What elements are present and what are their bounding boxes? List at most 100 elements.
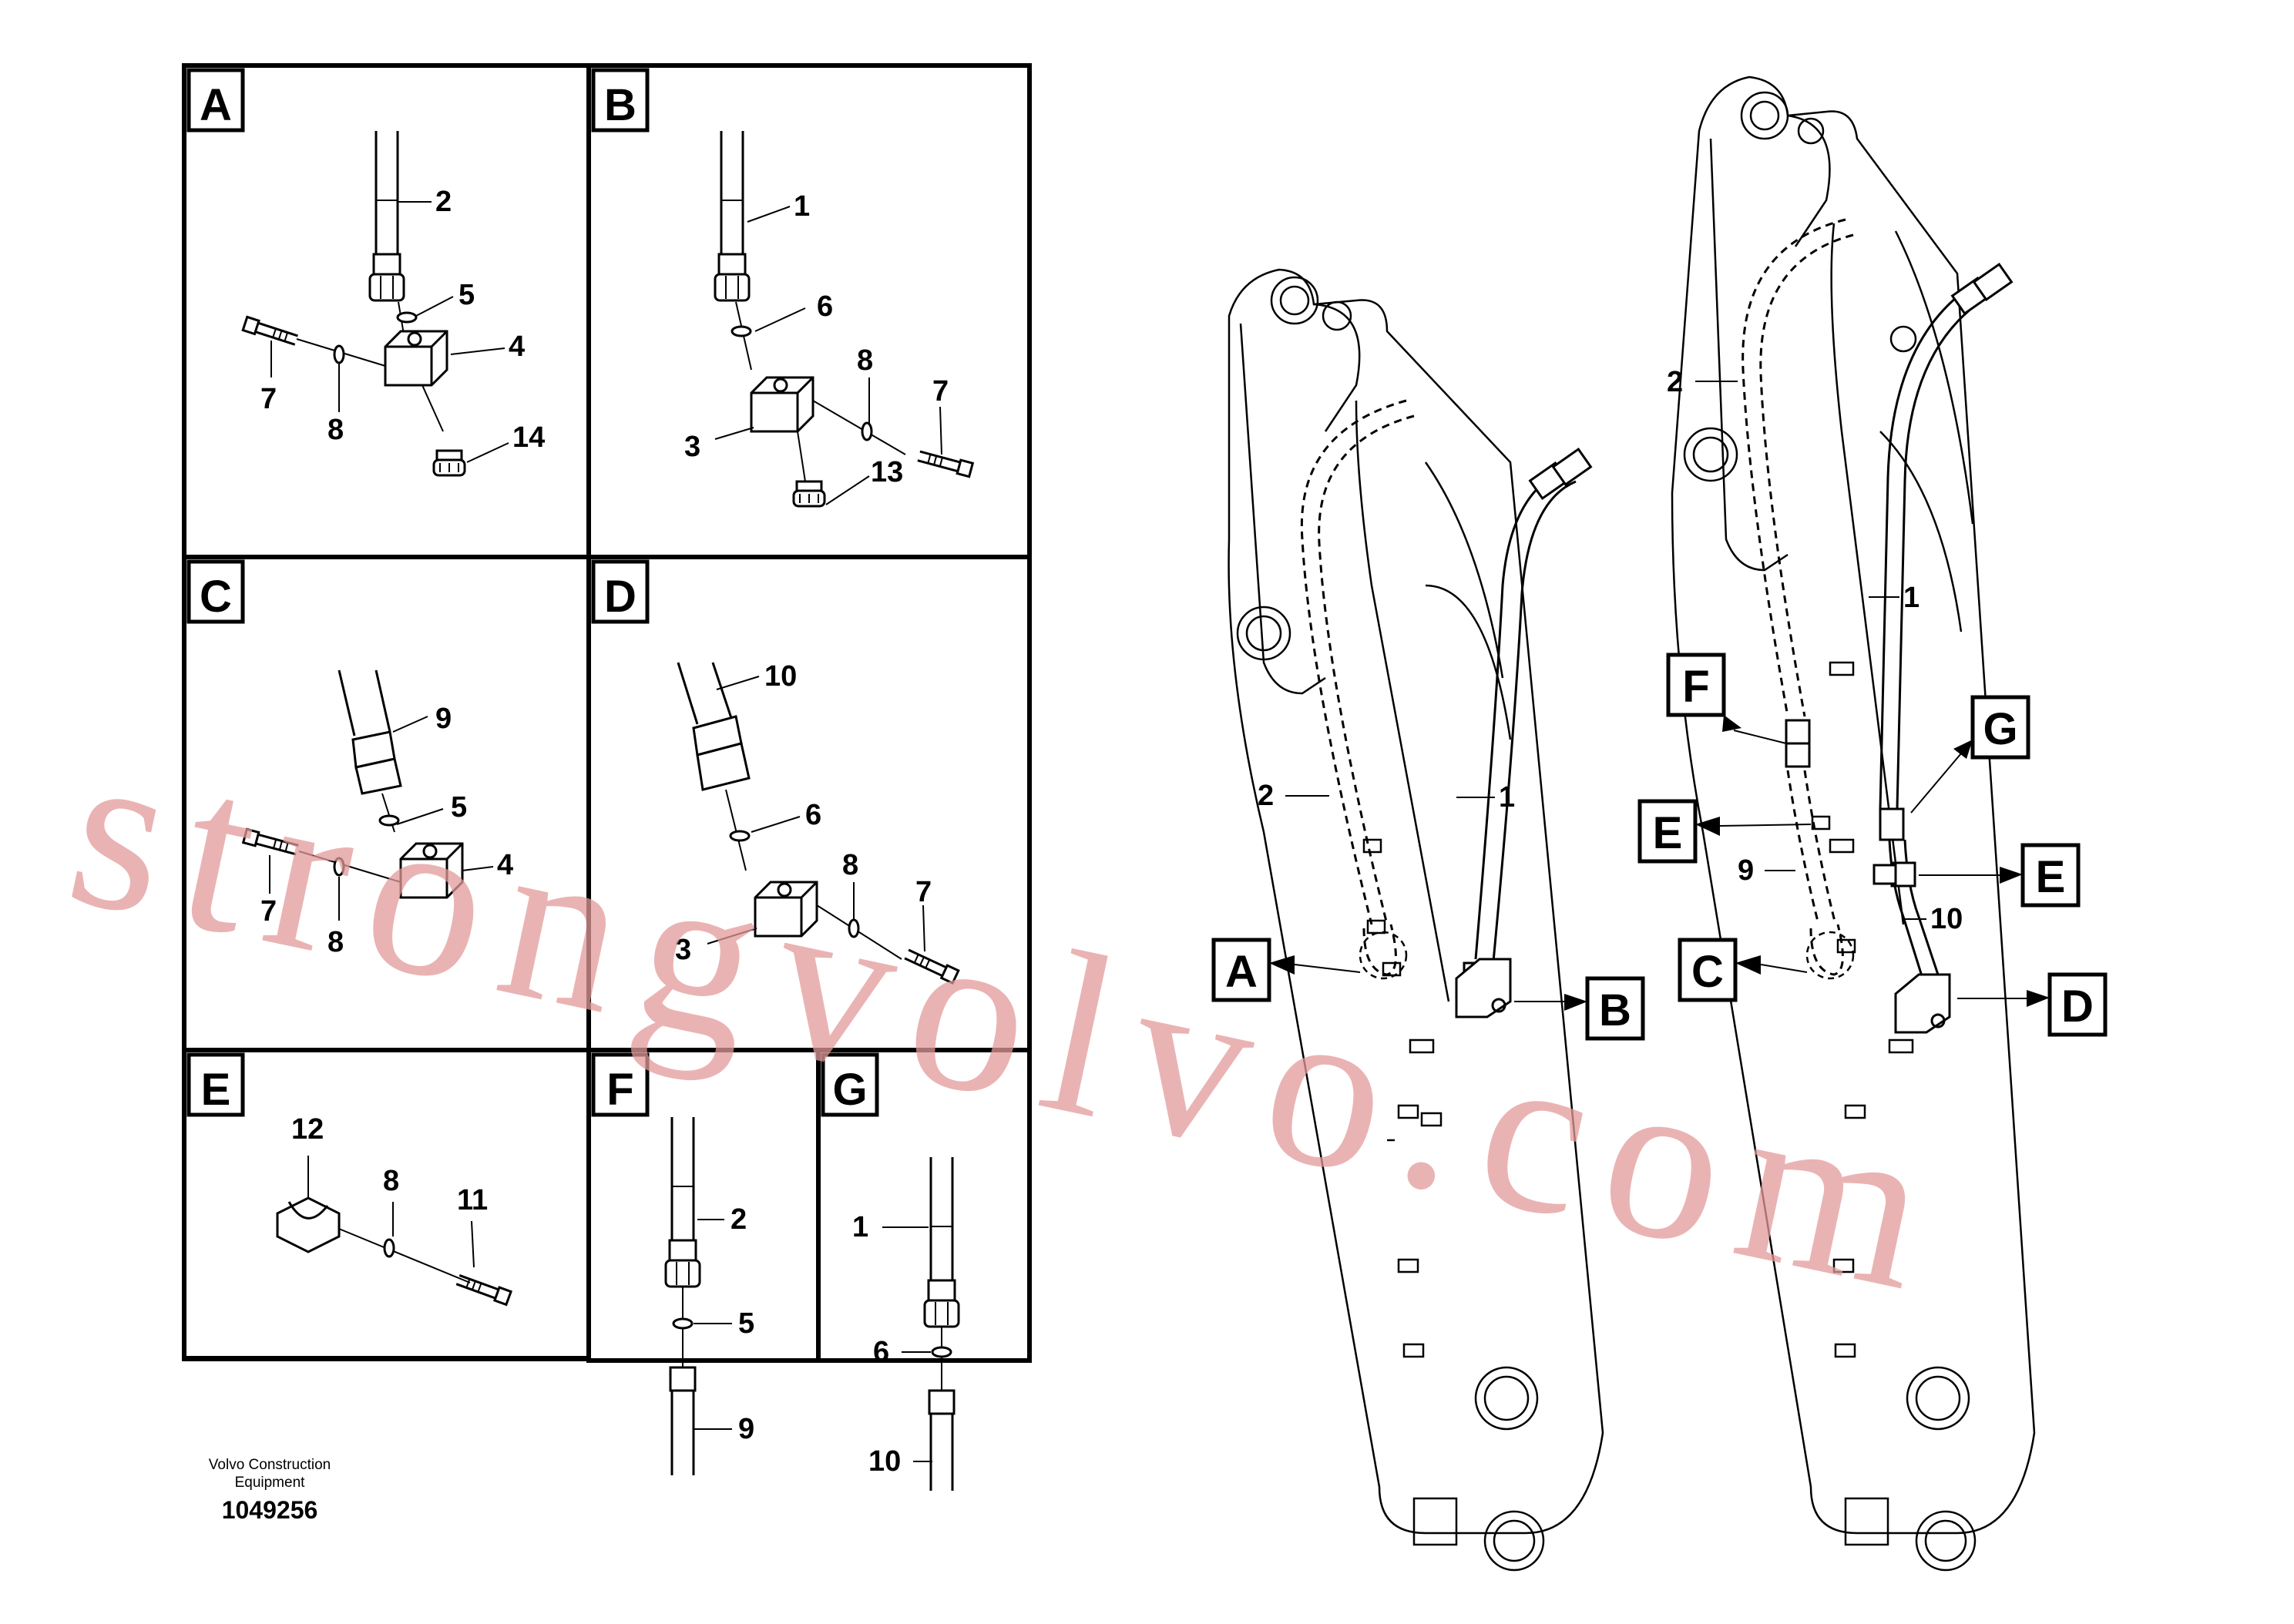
boom-right-hose-2 — [1741, 218, 1854, 976]
callout-C-4: 4 — [497, 849, 513, 881]
callout-D-3: 3 — [675, 934, 691, 966]
panel-A-callouts: 2 5 4 7 8 14 — [260, 186, 545, 454]
panel-label-D: D — [591, 559, 650, 624]
boom-right-tag-D: D — [1957, 972, 2108, 1037]
callout-A-8: 8 — [327, 414, 344, 446]
panel-letter-E: E — [201, 1065, 231, 1115]
boom-left-detail-circle — [1359, 931, 1408, 980]
boom-left-hose-2 — [1300, 399, 1415, 976]
callout-D-7: 7 — [915, 876, 932, 908]
panel-C-drawing — [242, 669, 494, 921]
svg-text:C: C — [1691, 947, 1724, 997]
boom-right-callout-2: 2 — [1667, 366, 1683, 398]
callout-D-6: 6 — [805, 799, 821, 831]
callout-A-4: 4 — [509, 331, 525, 363]
callout-F-9: 9 — [738, 1413, 754, 1445]
boom-left — [1228, 268, 1604, 1572]
boom-left-hose-1 — [1455, 447, 1593, 1018]
panel-letter-F: F — [606, 1065, 633, 1115]
callout-C-8: 8 — [327, 926, 344, 958]
callout-B-6: 6 — [817, 290, 833, 323]
boom-right-callouts: 2 1 9 10 — [1667, 366, 1963, 935]
boom-right — [1671, 75, 2036, 1572]
callout-E-12: 12 — [291, 1113, 324, 1146]
callout-A-14: 14 — [512, 421, 545, 454]
panel-F-drawing — [664, 1116, 732, 1475]
boom-right-tag-E-right: E — [1919, 843, 2081, 908]
panel-label-G: G — [821, 1052, 879, 1117]
callout-G-1: 1 — [852, 1211, 868, 1243]
boom-right-fitting-F — [1785, 719, 1811, 768]
panel-label-F: F — [591, 1052, 650, 1117]
boom-right-callout-9: 9 — [1738, 854, 1754, 887]
panel-E-callouts: 12 8 11 — [291, 1113, 488, 1216]
boom-left-callouts: 2 1 — [1258, 780, 1515, 814]
boom-right-detail-circle — [1805, 931, 1855, 980]
panel-letter-G: G — [832, 1065, 867, 1115]
company-line-1: Volvo Construction — [208, 1457, 331, 1473]
svg-text:A: A — [1225, 947, 1258, 997]
boom-left-tag-A: A — [1211, 938, 1361, 1002]
svg-text:F: F — [1682, 662, 1709, 712]
callout-B-7: 7 — [932, 375, 949, 408]
callout-C-7: 7 — [260, 895, 277, 928]
boom-left-callout-2: 2 — [1258, 780, 1274, 812]
callout-C-9: 9 — [435, 703, 452, 735]
panel-B-drawing — [714, 129, 974, 508]
callout-B-3: 3 — [684, 431, 700, 463]
callout-B-8: 8 — [857, 344, 873, 377]
detail-panels-grid — [182, 63, 1032, 1363]
panel-label-A: A — [186, 68, 245, 133]
callout-B-1: 1 — [794, 190, 810, 223]
boom-left-tag-B: B — [1514, 976, 1645, 1041]
boom-right-hose-1 — [1872, 262, 2014, 1034]
panel-B-callouts: 1 6 8 7 3 13 — [684, 190, 949, 488]
panel-A-drawing — [241, 129, 509, 477]
company-line-2: Equipment — [234, 1475, 305, 1491]
svg-text:E: E — [2036, 852, 2066, 902]
callout-A-7: 7 — [260, 383, 277, 415]
callout-D-10: 10 — [764, 660, 797, 693]
callout-F-2: 2 — [731, 1203, 747, 1236]
callout-G-6: 6 — [873, 1336, 889, 1368]
panel-letter-B: B — [604, 80, 636, 130]
drawing-number: 1049256 — [221, 1496, 318, 1524]
panel-label-C: C — [186, 559, 245, 624]
boom-right-callout-1: 1 — [1903, 582, 1920, 614]
boom-right-tag-F: F — [1666, 653, 1787, 744]
panel-D-callouts: 10 6 8 7 3 — [675, 660, 932, 966]
callout-A-2: 2 — [435, 186, 452, 218]
callout-B-13: 13 — [871, 456, 903, 488]
svg-text:G: G — [1983, 704, 2017, 754]
boom-right-tag-C: C — [1678, 938, 1808, 1002]
callout-F-5: 5 — [738, 1307, 754, 1340]
boom-right-tag-G: G — [1910, 695, 2030, 814]
panel-letter-A: A — [200, 80, 232, 130]
panel-G-callouts: 1 6 10 — [852, 1211, 901, 1478]
watermark-text: strongvolvo.com — [51, 696, 1970, 1344]
callout-A-5: 5 — [458, 279, 475, 311]
svg-text:D: D — [2061, 981, 2094, 1032]
panel-letter-C: C — [200, 572, 232, 622]
panel-G-drawing — [882, 1156, 960, 1491]
company-caption: Volvo Construction Equipment — [158, 1456, 381, 1491]
callout-G-10: 10 — [868, 1445, 901, 1478]
panel-label-B: B — [591, 68, 650, 133]
svg-text:B: B — [1599, 985, 1631, 1035]
callout-D-8: 8 — [842, 849, 858, 881]
boom-left-callout-1: 1 — [1499, 781, 1515, 814]
panel-C-callouts: 9 5 7 8 4 — [260, 703, 513, 958]
panel-F-callouts: 2 5 9 — [731, 1203, 754, 1445]
callout-E-8: 8 — [383, 1165, 399, 1197]
panel-letter-D: D — [604, 572, 636, 622]
callout-C-5: 5 — [451, 791, 467, 824]
boom-right-callout-10: 10 — [1930, 903, 1963, 935]
svg-text:E: E — [1653, 808, 1683, 858]
boom-right-tag-E-left: E — [1637, 799, 1812, 864]
panel-E-drawing — [276, 1156, 512, 1306]
panel-D-drawing — [677, 662, 960, 985]
callout-E-11: 11 — [457, 1184, 488, 1216]
panel-label-E: E — [186, 1052, 245, 1117]
